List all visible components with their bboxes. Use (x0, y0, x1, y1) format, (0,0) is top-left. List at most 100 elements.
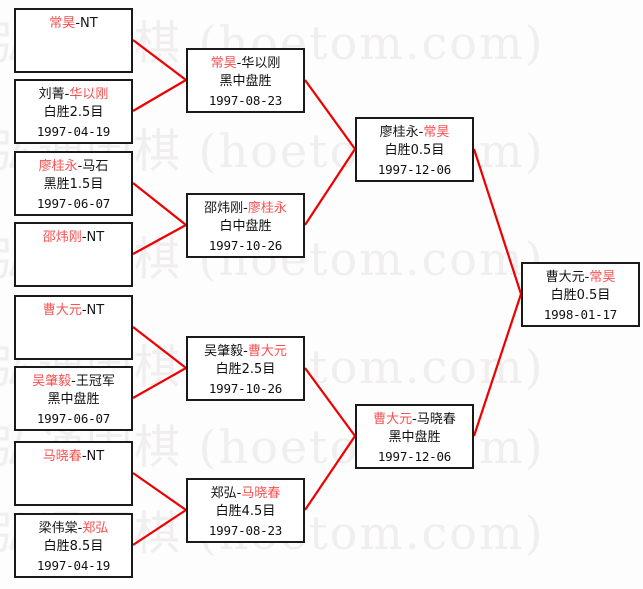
match-date: 1998-01-17 (543, 306, 618, 322)
player-left: 梁伟棠 (38, 521, 78, 536)
match-date: 1997-12-06 (377, 448, 452, 464)
player-left: 曹大元 (373, 412, 413, 427)
match-players: 曹大元-常昊 (523, 269, 638, 287)
connector-r1m4-to-r2m2 (132, 224, 187, 255)
match-box-r1m5[interactable]: 曹大元-NT (14, 295, 133, 360)
match-date: 1997-10-26 (208, 380, 283, 396)
match-result: 白胜8.5目 (43, 539, 104, 555)
player-right: 常昊 (589, 270, 616, 285)
player-left: 刘菁 (38, 87, 65, 102)
match-players: 梁伟棠-郑弘 (16, 520, 131, 538)
player-right: NT (86, 303, 105, 318)
connector-r1m3-to-r2m2 (132, 182, 187, 226)
player-separator: - (243, 344, 248, 359)
match-result: 黑中盘胜 (219, 74, 272, 90)
match-date: 1997-04-19 (36, 123, 111, 139)
connector-r1m8-to-r2m4 (132, 509, 187, 546)
player-right: NT (86, 230, 105, 245)
connector-r1m5-to-r2m3 (132, 326, 187, 369)
match-box-r4m1[interactable]: 曹大元-常昊白胜0.5目 1998-01-17 (521, 262, 640, 327)
player-separator: - (418, 125, 424, 140)
match-box-r1m4[interactable]: 邵炜刚-NT (14, 222, 133, 287)
match-date: 1997-08-23 (208, 522, 283, 538)
match-players: 吴肇毅-王冠军 (16, 373, 131, 391)
connector-r1m7-to-r2m4 (132, 472, 187, 511)
match-players: 郑弘-马晓春 (188, 485, 303, 503)
connector-r2m2-to-r3m1 (304, 148, 356, 226)
player-separator: - (584, 270, 590, 285)
player-left: 邵炜刚 (42, 230, 82, 245)
match-box-r1m6[interactable]: 吴肇毅-王冠军黑中盘胜 1997-06-07 (14, 366, 133, 431)
match-result: 黑中盘胜 (388, 430, 441, 446)
connector-r1m2-to-r2m1 (132, 79, 187, 112)
player-left: 廖桂永 (379, 125, 419, 140)
player-right: 郑弘 (82, 521, 109, 536)
match-box-r1m7[interactable]: 马晓春-NT (14, 441, 133, 506)
player-separator: - (243, 201, 248, 216)
player-separator: - (77, 521, 83, 536)
match-players: 廖桂永-马石 (16, 158, 131, 176)
connector-r2m1-to-r3m1 (304, 79, 356, 150)
player-left: 吴肇毅 (204, 344, 244, 359)
player-right: 马晓春 (241, 486, 281, 501)
player-left: 邵炜刚 (204, 201, 244, 216)
match-date: 1997-06-07 (36, 410, 111, 426)
match-players: 曹大元-NT (16, 302, 131, 320)
match-players: 刘菁-华以刚 (16, 86, 131, 104)
player-right: 曹大元 (247, 344, 287, 359)
player-right: 华以刚 (241, 56, 281, 71)
match-result: 白胜2.5目 (43, 105, 104, 121)
match-players: 邵炜刚-廖桂永 (188, 200, 303, 218)
match-result: 白胜0.5目 (550, 288, 611, 304)
player-separator: - (81, 303, 87, 318)
player-right: 华以刚 (69, 87, 109, 102)
match-players: 吴肇毅-曹大元 (188, 343, 303, 361)
match-box-r1m3[interactable]: 廖桂永-马石黑胜1.5目 1997-06-07 (14, 151, 133, 216)
player-right: 常昊 (423, 125, 450, 140)
player-right: 马晓春 (416, 412, 456, 427)
match-result: 白中盘胜 (219, 219, 272, 235)
connector-r2m4-to-r3m2 (304, 435, 356, 511)
match-date: 1997-12-06 (377, 161, 452, 177)
match-result: 黑胜1.5目 (43, 177, 104, 193)
match-box-r1m2[interactable]: 刘菁-华以刚白胜2.5目 1997-04-19 (14, 79, 133, 144)
player-separator: - (236, 486, 242, 501)
match-players: 常昊-NT (16, 15, 131, 33)
match-date: 1997-06-07 (36, 195, 111, 211)
connector-r2m3-to-r3m2 (304, 367, 356, 437)
match-date: 1997-04-19 (36, 557, 111, 573)
match-result: 黑中盘胜 (47, 392, 100, 408)
player-left: 马晓春 (42, 449, 82, 464)
player-left: 吴肇毅 (32, 374, 72, 389)
player-separator: - (81, 230, 87, 245)
player-separator: - (77, 159, 83, 174)
player-left: 曹大元 (42, 303, 82, 318)
player-right: NT (86, 449, 105, 464)
player-left: 廖桂永 (38, 159, 78, 174)
connector-r1m6-to-r2m3 (132, 367, 187, 399)
connector-r3m1-to-r4m1 (472, 148, 523, 295)
match-players: 邵炜刚-NT (16, 229, 131, 247)
connector-r1m1-to-r2m1 (132, 39, 187, 81)
match-date: 1997-10-26 (208, 237, 283, 253)
player-left: 常昊 (49, 16, 76, 31)
player-right: 王冠军 (75, 374, 115, 389)
match-date: 1997-08-23 (208, 92, 283, 108)
player-right: 廖桂永 (247, 201, 287, 216)
match-players: 廖桂永-常昊 (357, 124, 472, 142)
player-right: NT (80, 16, 98, 31)
player-left: 郑弘 (210, 486, 237, 501)
player-separator: - (75, 16, 81, 31)
match-box-r1m1[interactable]: 常昊-NT (14, 8, 133, 73)
match-players: 曹大元-马晓春 (357, 411, 472, 429)
match-result: 白胜0.5目 (384, 143, 445, 159)
player-separator: - (81, 449, 87, 464)
match-box-r3m2[interactable]: 曹大元-马晓春黑中盘胜 1997-12-06 (355, 404, 474, 469)
